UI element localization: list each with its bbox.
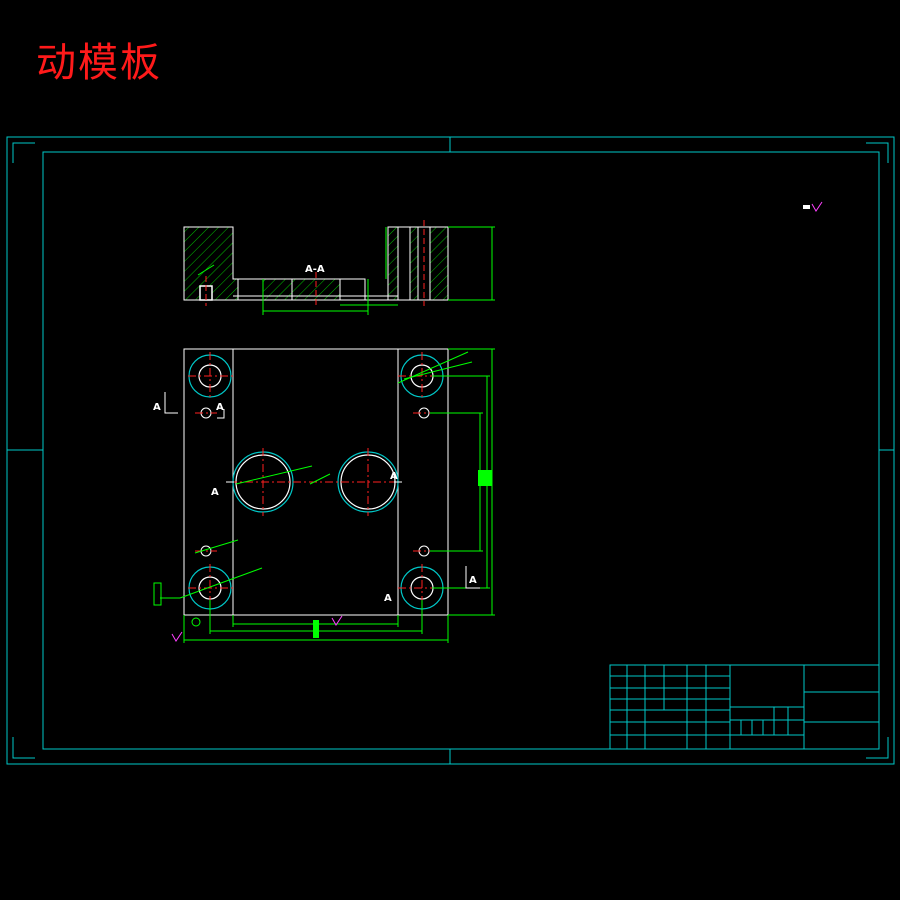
roughness-note	[803, 205, 810, 209]
cut-label-bottom: A	[384, 593, 392, 604]
cut-label-left: A	[211, 487, 219, 498]
cut-label-tl: A	[153, 402, 161, 413]
section-view: A-A	[183, 220, 495, 315]
sheet-frame	[6, 136, 895, 765]
section-cut-markers	[164, 392, 480, 589]
drawing-title: 动模板	[36, 40, 162, 86]
cut-label-br: A	[469, 575, 477, 586]
centerlines	[188, 352, 446, 612]
title-block	[609, 664, 880, 750]
dim-text-overall-width	[313, 620, 319, 638]
dim-text-overall-height	[478, 470, 492, 486]
datum-marker	[191, 617, 201, 627]
roughness-symbols	[171, 201, 823, 642]
plan-view: A A A A A A	[153, 201, 823, 643]
cut-label-right: A	[390, 471, 398, 482]
tolerance-frame	[153, 582, 162, 606]
section-label: A-A	[305, 264, 325, 275]
cut-label-tl-inner: A	[216, 402, 224, 413]
